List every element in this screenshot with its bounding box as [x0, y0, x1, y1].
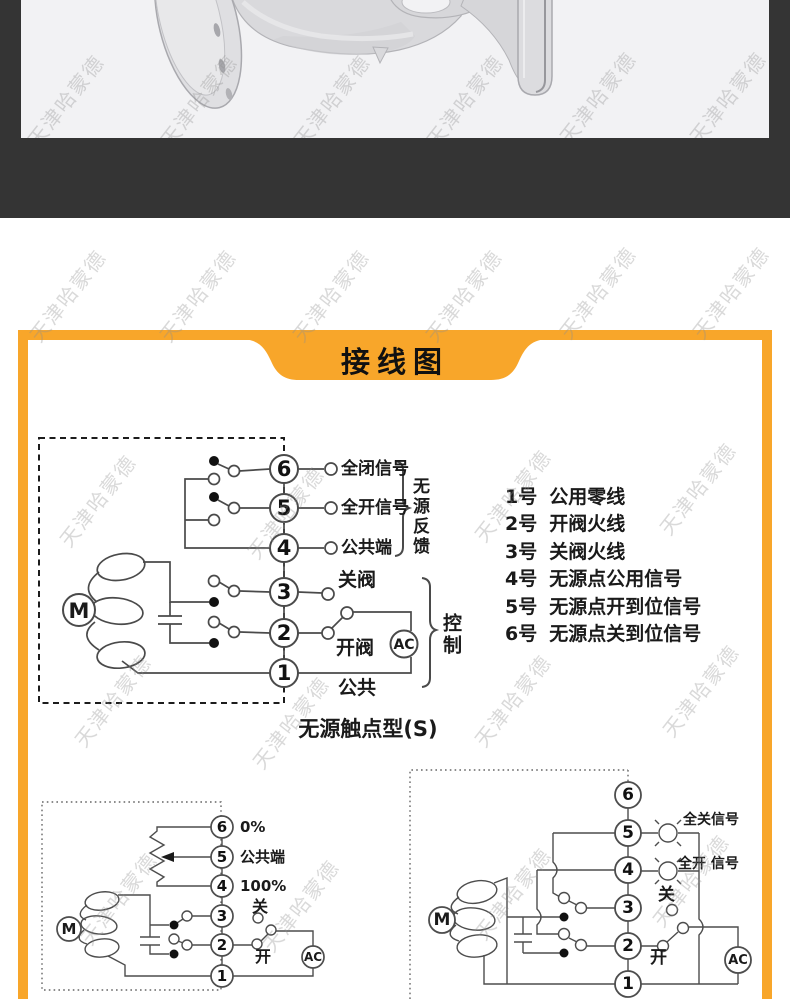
terminal-number: 4 [276, 536, 292, 560]
label-close-valve: 关阀 [338, 569, 377, 591]
label-0-percent: 0% [240, 818, 266, 836]
terminal-number: 1 [216, 967, 228, 985]
legend-line: 3号关阀火线 [505, 543, 625, 562]
legend-line: 5号无源点开到位信号 [505, 598, 701, 617]
terminal-number: 1 [276, 661, 292, 685]
panel-title: 接线图 [340, 345, 449, 379]
product-photo: 天津哈蒙德天津哈蒙德天津哈蒙德天津哈蒙德天津哈蒙德天津哈蒙德 [21, 0, 769, 138]
label-close: 关 [658, 885, 675, 905]
legend-num: 3号 [505, 541, 538, 563]
legend-line: 2号开阀火线 [505, 515, 625, 534]
legend-desc: 无源点公用信号 [549, 568, 683, 590]
terminal-number: 2 [216, 936, 228, 954]
label-close: 关 [252, 897, 269, 916]
terminal-number: 3 [276, 580, 292, 604]
legend-num: 4号 [505, 568, 538, 590]
label-control: 控制 [440, 613, 462, 657]
label-full-close-signal: 全关信号 [683, 812, 739, 828]
label-open-valve: 开阀 [336, 637, 375, 659]
terminal-number: 5 [216, 848, 228, 866]
terminal-number: 5 [276, 496, 292, 520]
ac-label: AC [393, 637, 415, 653]
diagram-caption: 无源触点型(S) [298, 717, 438, 741]
terminal-number: 6 [622, 785, 634, 805]
label-common-terminal: 公共端 [341, 538, 392, 558]
terminal-number: 1 [622, 974, 634, 994]
motor-label: M [61, 920, 77, 938]
ac-label: AC [728, 953, 748, 968]
motor-label: M [433, 910, 451, 930]
terminal-number: 2 [622, 936, 634, 956]
legend-num: 1号 [505, 486, 538, 508]
ac-label: AC [303, 950, 323, 964]
legend-desc: 无源点开到位信号 [549, 596, 702, 618]
label-full-close-signal: 全闭信号 [341, 459, 409, 479]
terminal-number: 6 [276, 457, 292, 481]
label-100-percent: 100% [240, 877, 287, 895]
watermark: 天津哈蒙德 [687, 242, 775, 344]
terminal-number: 4 [216, 877, 228, 895]
valve-illustration [153, 0, 553, 109]
legend-desc: 公用零线 [549, 486, 626, 508]
label-full-open-signal: 全开信号 [341, 498, 409, 518]
legend-line: 4号无源点公用信号 [505, 570, 682, 589]
legend-desc: 关阀火线 [549, 541, 626, 563]
label-common: 公共 [338, 677, 377, 699]
legend-num: 5号 [505, 596, 538, 618]
label-passive-feedback: 无源反馈 [409, 477, 429, 557]
watermark: 天津哈蒙德 [554, 242, 642, 344]
terminal-number: 5 [622, 823, 634, 843]
legend-num: 2号 [505, 513, 538, 535]
legend-num: 6号 [505, 623, 538, 645]
label-open: 开 [650, 948, 667, 968]
legend-line: 1号公用零线 [505, 488, 625, 507]
panel-title-tab [240, 330, 550, 384]
legend-desc: 开阀火线 [549, 513, 626, 535]
terminal-number: 4 [622, 860, 634, 880]
motor-label: M [68, 599, 90, 623]
legend-desc: 无源点关到位信号 [549, 623, 702, 645]
photo-band: 天津哈蒙德天津哈蒙德天津哈蒙德天津哈蒙德天津哈蒙德天津哈蒙德 [0, 0, 790, 218]
terminal-number: 2 [276, 621, 292, 645]
label-open: 开 [255, 947, 272, 966]
label-full-open-signal: 全开 信号 [678, 856, 739, 872]
terminal-number: 6 [216, 818, 228, 836]
legend-line: 6号无源点关到位信号 [505, 625, 701, 644]
terminal-number: 3 [622, 898, 634, 918]
terminal-number: 3 [216, 907, 228, 925]
label-common-terminal: 公共端 [240, 848, 286, 866]
